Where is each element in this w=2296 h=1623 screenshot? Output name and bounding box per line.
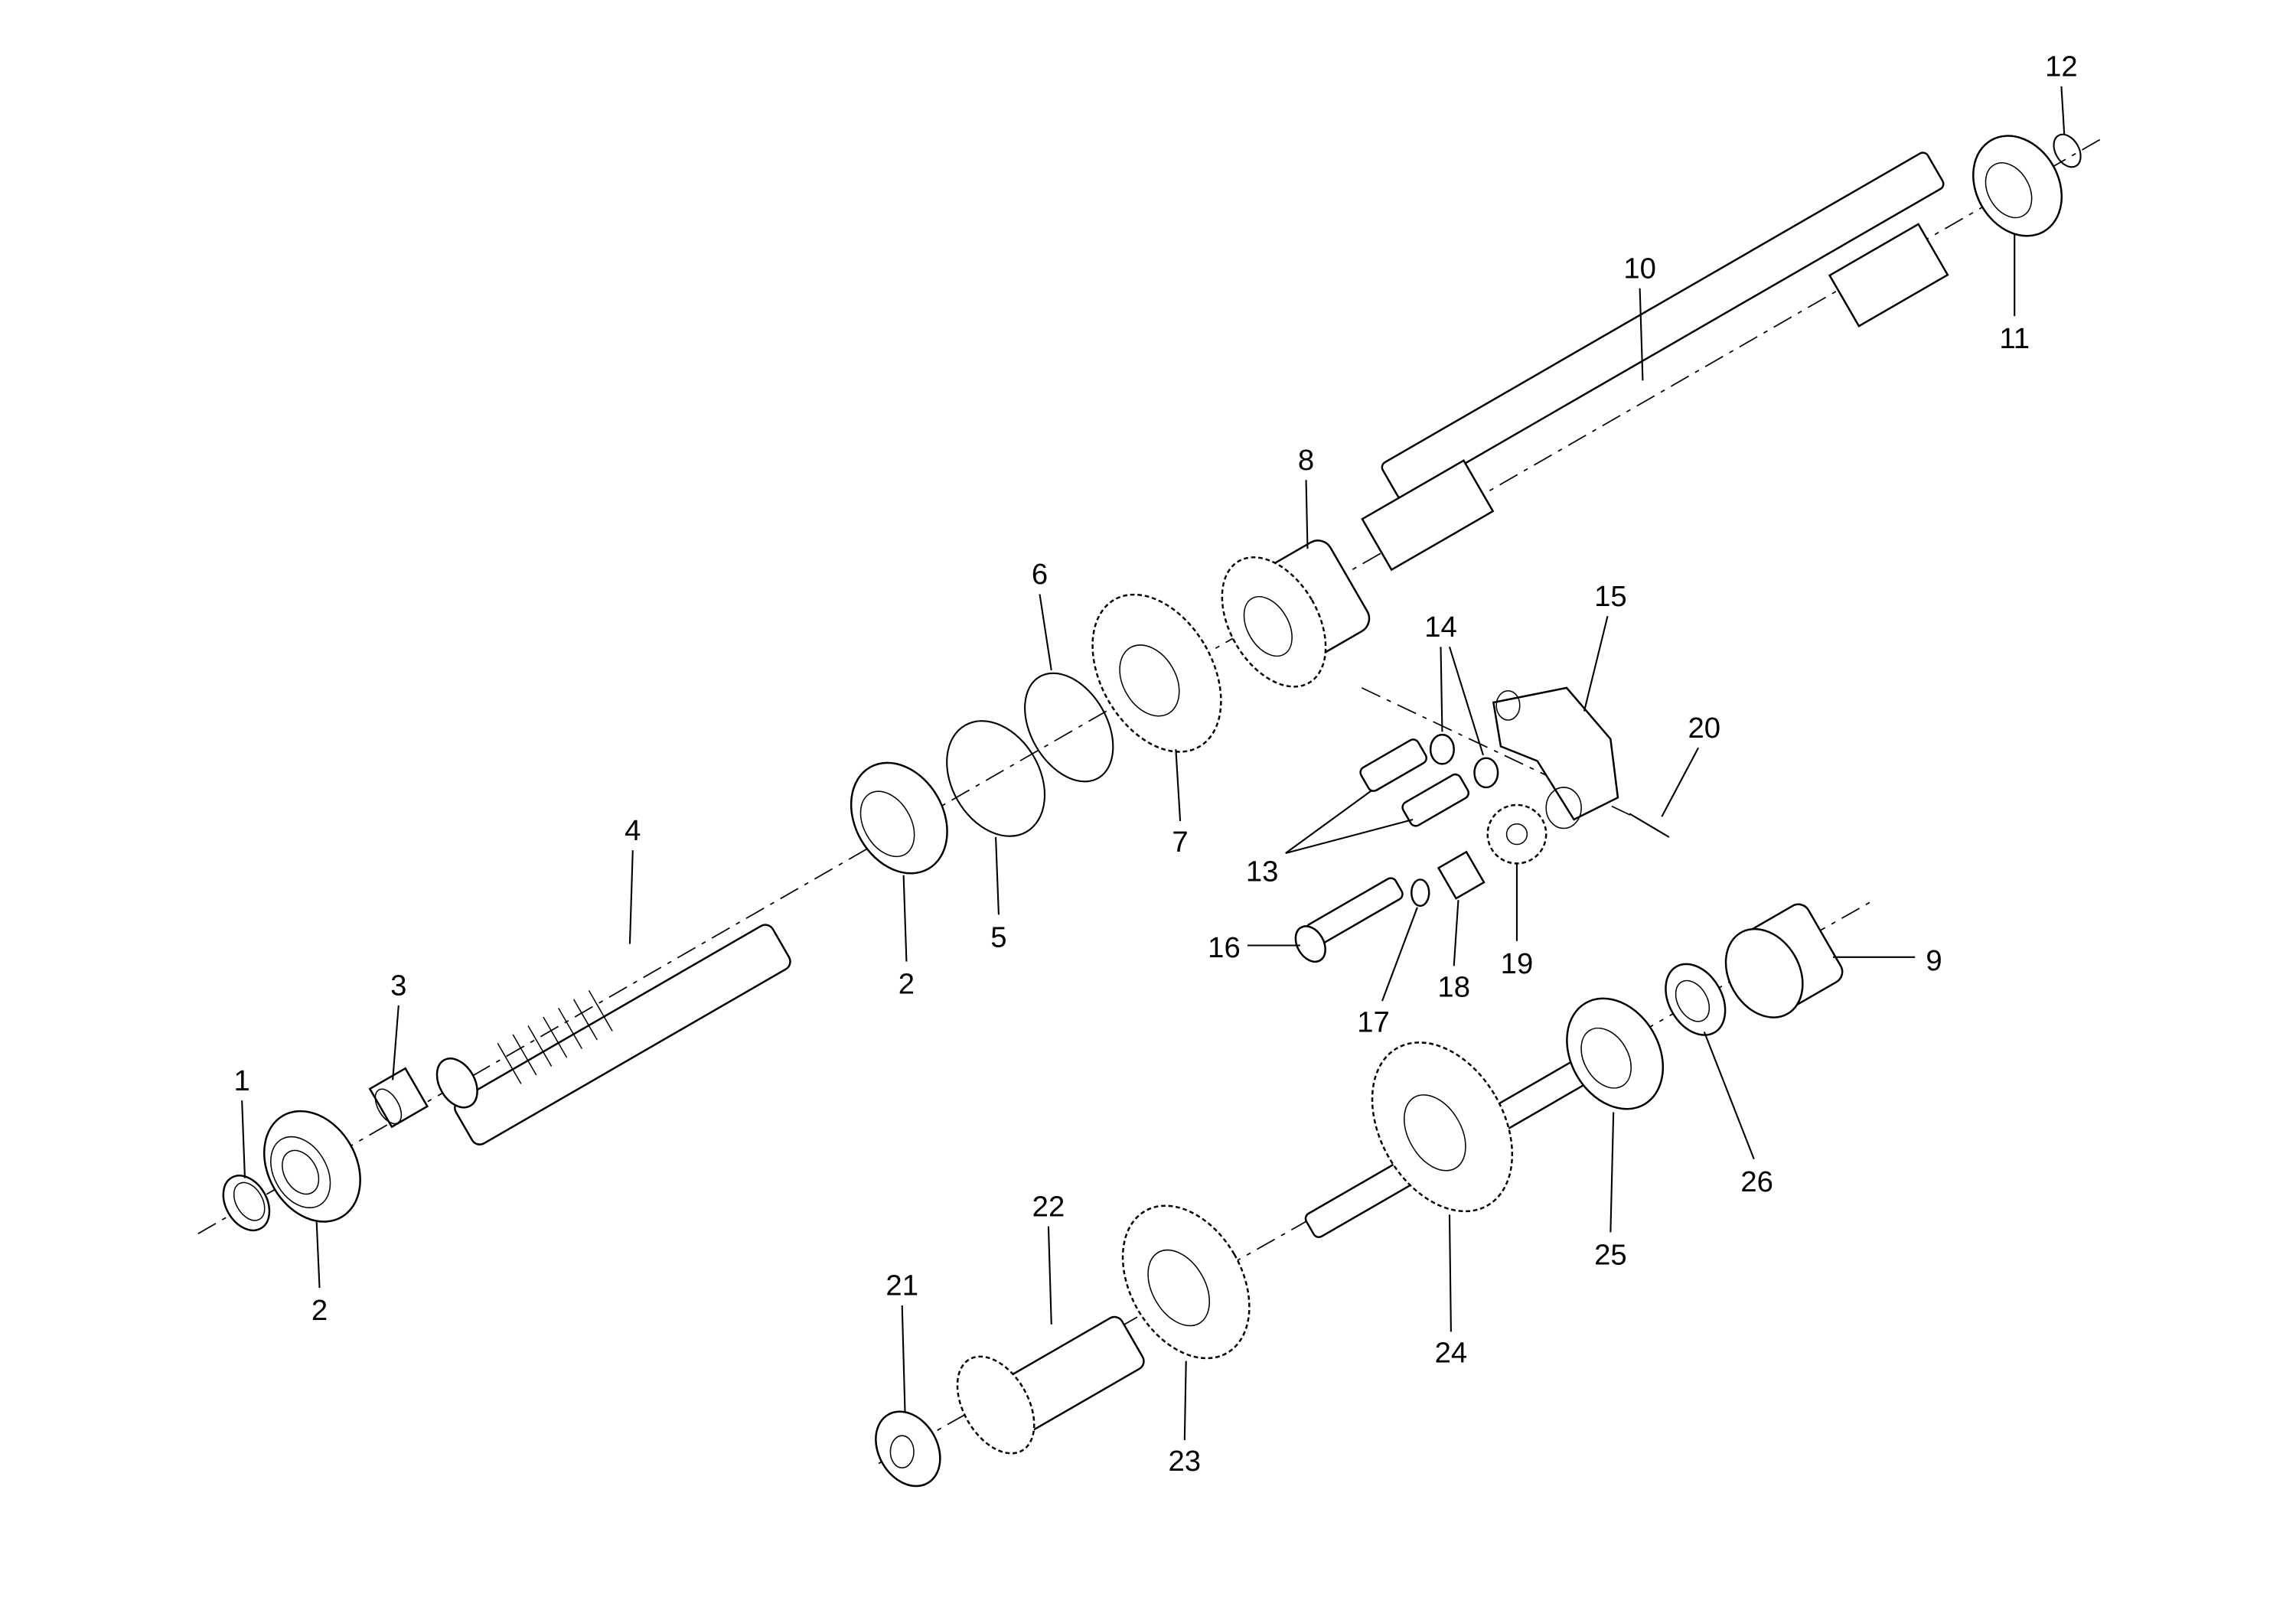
callout-8: 8 [1298,444,1314,477]
part-8-gear-sleeve [1221,539,1371,688]
callout-17: 17 [1357,1005,1390,1038]
part-20-pin [1629,813,1670,838]
part-24-gear-shaft [1304,1041,1595,1238]
part-2-bearing-left [263,1110,361,1223]
callout-26: 26 [1740,1165,1773,1198]
part-17-washer [1411,878,1430,908]
callout-18: 18 [1437,970,1470,1003]
callout-11: 11 [1999,322,2030,355]
part-5-snap-ring [946,720,1046,837]
part-6-circlip [1024,672,1114,783]
callout-22: 22 [1032,1190,1065,1223]
callout-15: 15 [1594,580,1627,613]
part-25-bearing [1566,997,1665,1110]
callout-20: 20 [1688,712,1720,745]
part-3-bushing [368,1067,429,1129]
callout-14: 14 [1424,611,1457,644]
callout-1: 1 [234,1064,250,1097]
part-4-worm-shaft [435,924,791,1146]
callout-16: 16 [1208,931,1241,964]
part-1-ring [222,1175,271,1232]
part-18-needle-bearing [1437,850,1486,900]
part-12-clip [2053,133,2082,168]
part-15-cover-plate [1492,686,1619,829]
callout-12: 12 [2045,50,2078,83]
part-10-main-shaft [1361,152,1949,572]
part-7-gear [1091,593,1222,753]
part-21-bearing [875,1410,941,1488]
part-13-screws [1359,738,1470,827]
part-26-seal [1665,963,1727,1036]
part-2-bearing-middle [850,761,948,875]
callout-21: 21 [885,1269,918,1302]
callout-2-middle: 2 [899,968,915,1001]
callout-5: 5 [990,921,1006,953]
part-22-gear-hub [956,1315,1145,1455]
callout-4: 4 [625,814,641,847]
callout-7: 7 [1172,826,1188,859]
callout-6: 6 [1032,558,1048,591]
callout-2-left: 2 [311,1294,328,1327]
part-19-small-gear [1486,803,1548,865]
callout-23: 23 [1169,1445,1202,1478]
callout-3: 3 [390,970,406,1002]
callout-25: 25 [1594,1238,1627,1271]
leader-lines [241,86,2066,1440]
callout-19: 19 [1501,947,1534,980]
callout-10: 10 [1623,252,1656,285]
part-16-pin-shaft [1294,877,1404,963]
callout-13: 13 [1246,855,1279,888]
part-9-cap [1724,903,1844,1018]
callout-24: 24 [1435,1337,1468,1370]
part-23-gear [1121,1204,1251,1360]
part-14-washers [1429,733,1499,789]
callout-9: 9 [1926,944,1942,977]
callout-labels: 1 2 3 4 2 5 6 7 8 9 10 11 12 13 14 15 16… [234,50,2078,1478]
part-11-bearing [1972,135,2063,237]
